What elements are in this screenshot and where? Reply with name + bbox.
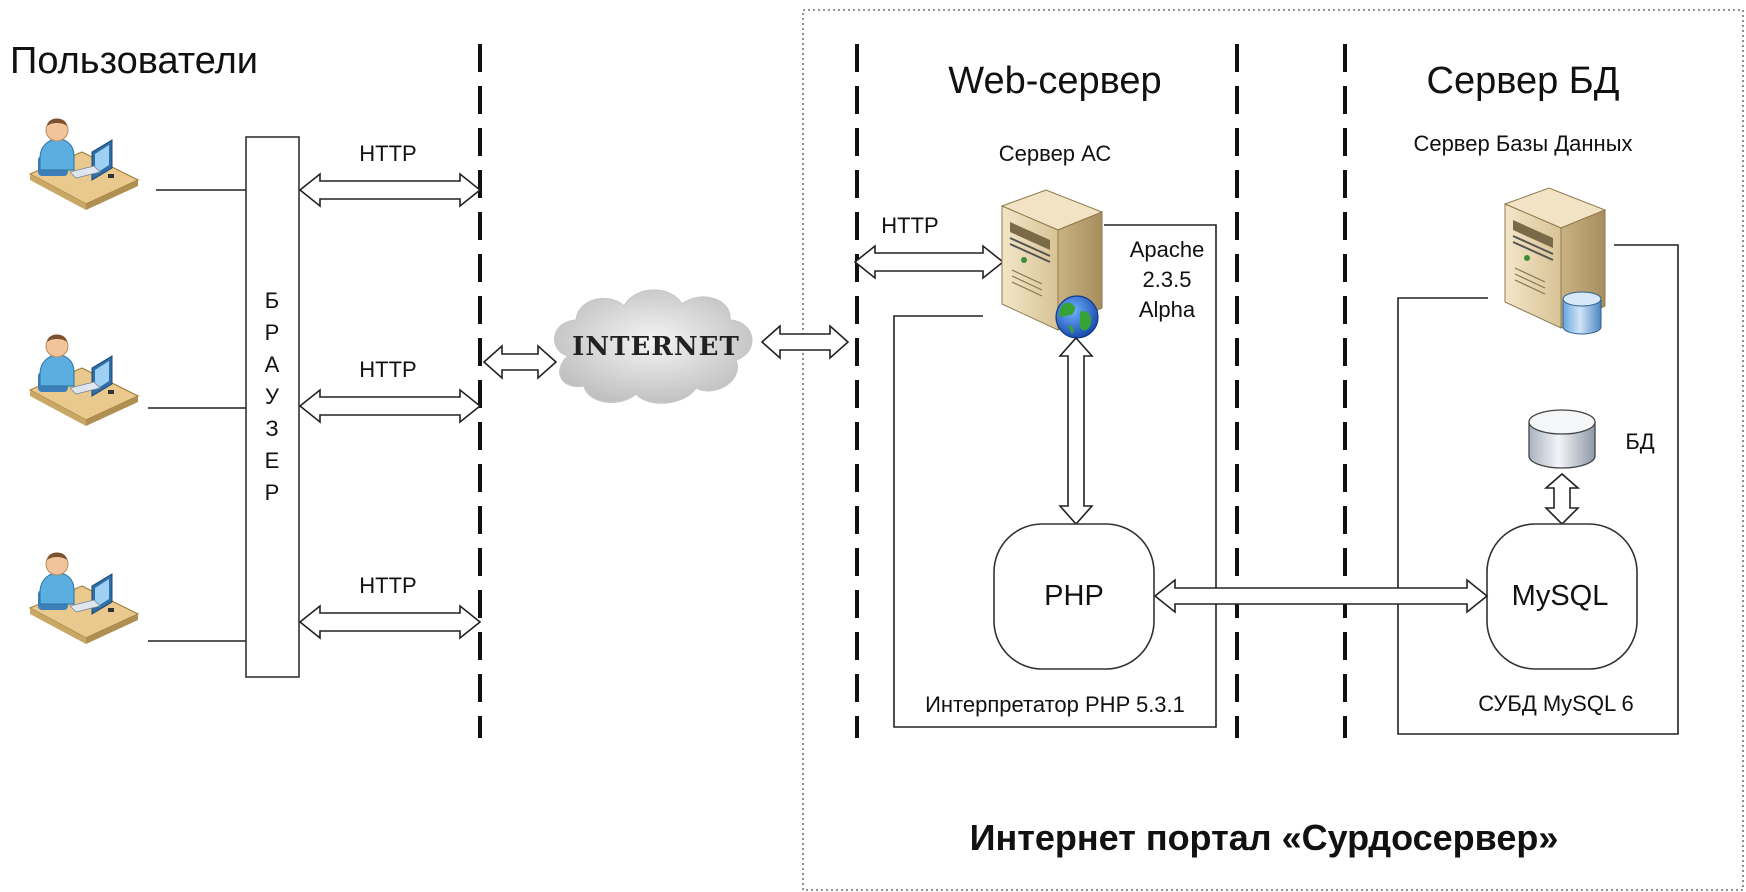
mysql-label: MySQL [1512, 580, 1609, 612]
double-arrow-php-mysql [1153, 578, 1489, 614]
svg-text:Р: Р [265, 480, 280, 505]
double-arrow-to-internet [482, 344, 558, 380]
db-label: БД [1625, 429, 1654, 454]
database-cylinder-icon [1562, 291, 1602, 335]
globe-icon [1055, 295, 1099, 339]
cloud-icon [553, 289, 753, 404]
svg-text:Е: Е [265, 448, 280, 473]
double-arrow-http-3 [298, 604, 482, 640]
portal-title: Интернет портал «Сурдосервер» [970, 817, 1559, 858]
portal-boundary [802, 9, 1744, 891]
dbms-label: СУБД MySQL 6 [1478, 691, 1633, 716]
db-server-label: Сервер Базы Данных [1413, 131, 1632, 156]
php-box [993, 523, 1155, 670]
db-server-title: Сервер БД [1427, 60, 1620, 102]
apache-line1: Apache [1130, 237, 1205, 262]
double-arrow-http-web [853, 244, 1005, 280]
user-workstation-icon [29, 117, 139, 211]
http-label: HTTP [359, 573, 416, 598]
apache-line2: 2.3.5 [1143, 267, 1192, 292]
svg-text:Б: Б [265, 288, 279, 313]
users-title: Пользователи [10, 40, 258, 82]
apache-line3: Alpha [1139, 297, 1196, 322]
http-label-web: HTTP [881, 213, 938, 238]
browser-box [245, 136, 300, 678]
svg-text:А: А [265, 352, 280, 377]
web-server-box [893, 224, 1217, 728]
app-server-label: Сервер АС [999, 141, 1112, 166]
svg-text:З: З [265, 416, 278, 441]
user-workstation-icon [29, 333, 139, 427]
user-workstation-icon [29, 551, 139, 645]
double-arrow-db-mysql [1543, 472, 1581, 526]
svg-text:У: У [265, 384, 280, 409]
double-arrow-apache-php [1058, 336, 1094, 526]
double-arrow-http-2 [298, 388, 482, 424]
http-label: HTTP [359, 357, 416, 382]
svg-text:Р: Р [265, 320, 280, 345]
http-label: HTTP [359, 141, 416, 166]
database-cylinder-icon [1528, 409, 1596, 469]
internet-label: INTERNET [572, 332, 740, 362]
web-server-title: Web-сервер [948, 60, 1161, 102]
php-interp-label: Интерпретатор PHP 5.3.1 [925, 692, 1185, 717]
browser-label: Б Р А У З Е Р [265, 288, 280, 505]
double-arrow-http-1 [298, 172, 482, 208]
php-label: PHP [1044, 580, 1104, 612]
double-arrow-internet-portal [760, 324, 850, 360]
db-server-box [1397, 244, 1679, 735]
